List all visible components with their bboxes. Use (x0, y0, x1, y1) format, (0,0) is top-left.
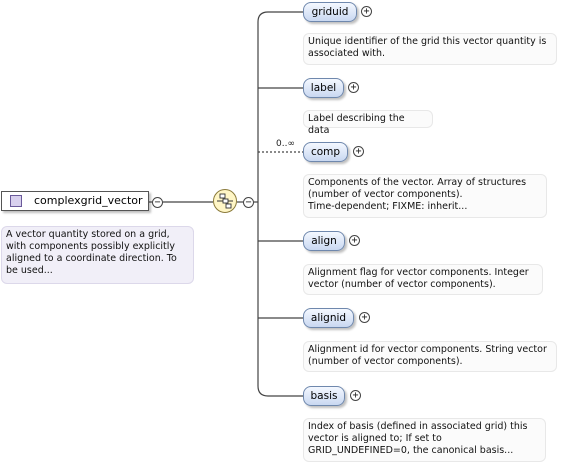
element-label[interactable]: label (303, 78, 344, 98)
root-description: A vector quantity stored on a grid, with… (1, 226, 194, 284)
alignid-description: Alignment id for vector components. Stri… (303, 341, 557, 372)
sequence-collapse-button[interactable]: − (243, 197, 254, 208)
minus-icon: − (245, 197, 252, 208)
root-collapse-button[interactable]: − (152, 197, 163, 208)
minus-icon: − (154, 197, 161, 208)
plus-icon: + (361, 312, 368, 323)
root-element-box[interactable]: complexgrid_vector (1, 191, 149, 211)
alignid-expand-button[interactable]: + (359, 312, 370, 323)
plus-icon: + (363, 6, 370, 17)
element-griduid[interactable]: griduid (303, 2, 357, 22)
plus-icon: + (352, 390, 359, 401)
label-expand-button[interactable]: + (348, 82, 359, 93)
plus-icon: + (351, 235, 358, 246)
label-description: Label describing the data (303, 110, 433, 136)
complex-type-icon (10, 195, 22, 207)
comp-description: Components of the vector. Array of struc… (303, 174, 547, 218)
plus-icon: + (350, 82, 357, 93)
basis-expand-button[interactable]: + (350, 390, 361, 401)
root-element-label: complexgrid_vector (34, 194, 143, 207)
sequence-compositor-icon[interactable] (213, 189, 237, 213)
element-basis[interactable]: basis (303, 386, 345, 406)
griduid-description: Unique identifier of the grid this vecto… (303, 33, 557, 65)
griduid-expand-button[interactable]: + (361, 6, 372, 17)
plus-icon: + (355, 146, 362, 157)
element-alignid[interactable]: alignid (303, 308, 354, 328)
align-expand-button[interactable]: + (349, 235, 360, 246)
basis-description: Index of basis (defined in associated gr… (303, 418, 546, 462)
element-comp[interactable]: comp (303, 142, 348, 162)
align-description: Alignment flag for vector components. In… (303, 264, 543, 295)
comp-multiplicity: 0..∞ (276, 139, 295, 149)
element-align[interactable]: align (303, 231, 345, 251)
comp-expand-button[interactable]: + (353, 146, 364, 157)
